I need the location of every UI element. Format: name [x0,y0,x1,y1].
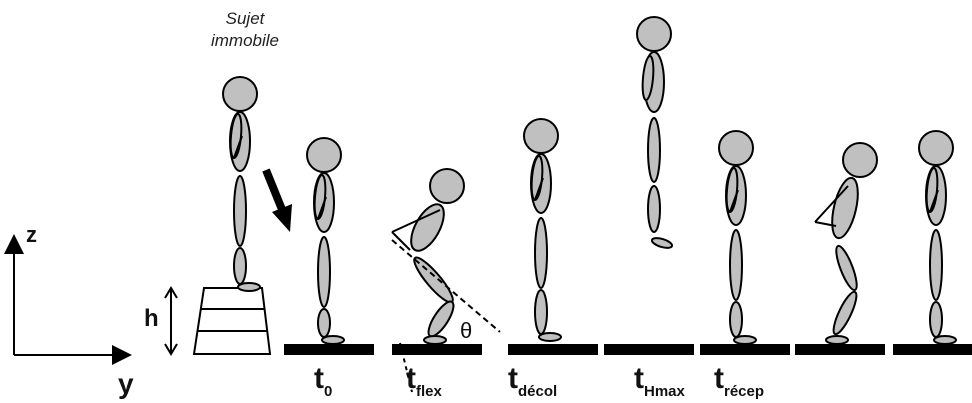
figure-3-head-icon [523,118,559,154]
figure-2-dashed-vertical [399,342,413,393]
drop-arrow [262,168,292,232]
figure-4-arm [641,54,655,102]
figure-4-head-icon [636,16,672,52]
phase-thmax-sub: Hmax [644,383,685,400]
height-label: h [144,305,159,332]
phase-label-tdecol: tdécol [508,362,557,400]
figure-0-forearm [233,135,243,159]
figure-5-thigh [729,229,743,301]
figure-5-shin [729,301,743,338]
figure-1-head-icon [306,137,342,173]
figure-5-head-icon [718,130,754,166]
figure-7-thigh [929,229,943,301]
figure-6-forearm [814,221,837,227]
figure-6-arm [814,185,849,223]
figure-1-foot [321,335,345,345]
figure-3-shin [534,289,548,335]
figure-2-forearm [391,231,411,251]
caption-line-1: Sujet [225,9,265,28]
height-marker [164,286,178,356]
figure-4-thigh [647,117,661,183]
caption: Sujet immobile [190,8,300,52]
figure-5-foot [733,335,757,345]
phase-label-trecep: trécep [714,362,764,400]
figure-2-shin [427,300,455,338]
figure-1-forearm [317,196,327,220]
figure-6-head-icon [842,142,878,178]
figure-4-foot [650,237,674,249]
figure-6-shin [832,290,858,336]
figure-2-head-icon [429,168,465,204]
figure-3-foot [538,332,562,342]
force-plates [284,344,972,355]
phase-t0-sub: 0 [324,383,333,400]
figure-2-torso [410,203,445,252]
phase-label-thmax: tHmax [634,362,685,400]
figure-3-forearm [534,177,544,201]
figure-6-torso [831,176,859,240]
phase-t0-base: t [314,362,324,395]
figure-1-thigh [317,236,331,308]
angle-label: θ [460,318,473,343]
phase-tflex-base: t [406,362,416,395]
caption-line-2: immobile [210,31,280,50]
figure-4-shin [647,185,661,233]
phase-tdecol-base: t [508,362,518,395]
figures [222,16,957,393]
figure-0-thigh [233,175,247,247]
figure-1-shin [317,308,331,338]
figure-7-foot [933,335,957,345]
phase-thmax-base: t [634,362,644,395]
phase-label-tflex: tflex [406,362,442,400]
phase-label-t0: t0 [314,362,332,400]
figure-0-head-icon [222,76,258,112]
step-box [192,287,272,355]
phase-tflex-sub: flex [416,383,442,400]
figure-6-foot [825,335,849,345]
phase-tdecol-sub: décol [518,383,558,400]
figure-6-thigh [835,244,858,292]
figure-2-reference-line [391,239,501,333]
figure-3-thigh [534,217,548,289]
figure-2-foot [423,335,447,345]
axes [3,234,132,365]
figure-0-foot [237,282,261,292]
figure-7-head-icon [918,130,954,166]
phase-trecep-sub: récep [724,383,765,400]
y-axis-label: y [118,368,134,399]
figure-2-arm [391,209,441,233]
figure-7-forearm [929,189,939,213]
phase-trecep-base: t [714,362,724,395]
z-axis-label: z [26,222,37,247]
figure-5-forearm [729,189,739,213]
figure-7-shin [929,301,943,338]
figure-0-shin [233,247,247,285]
